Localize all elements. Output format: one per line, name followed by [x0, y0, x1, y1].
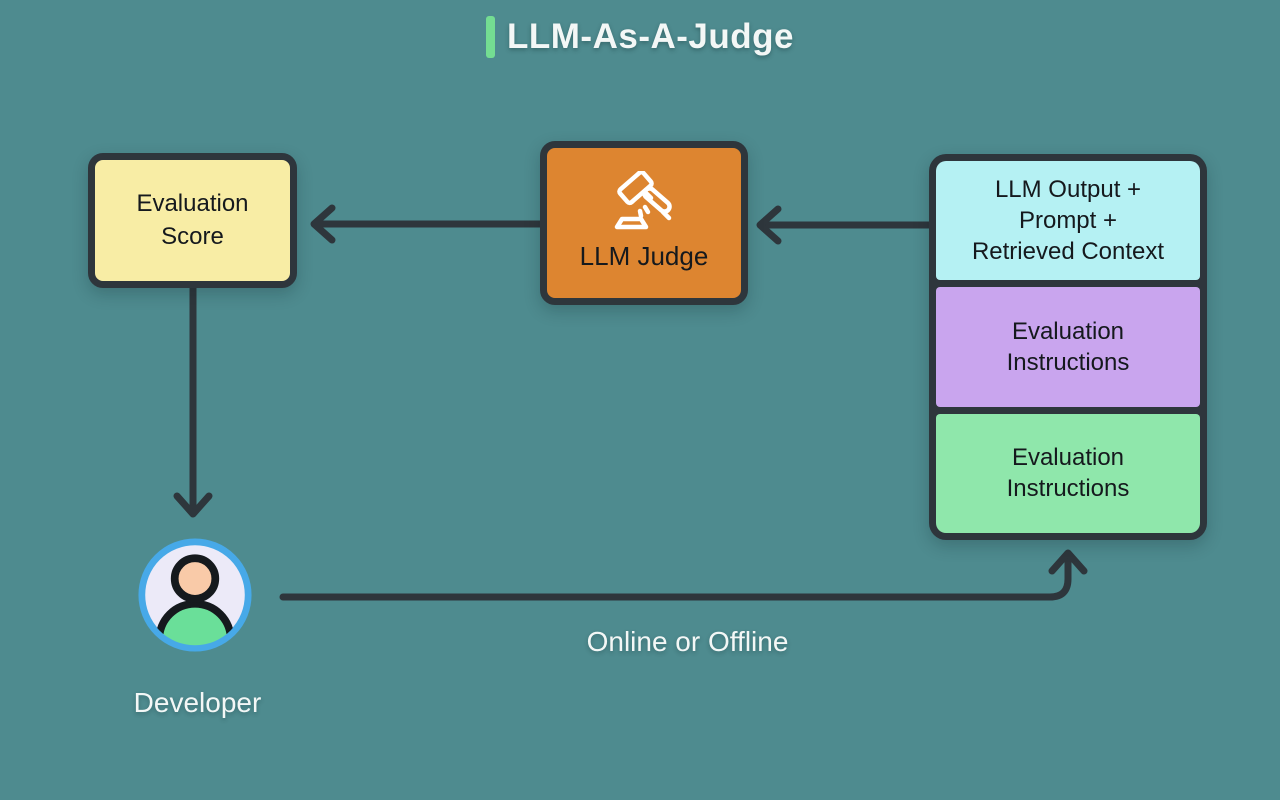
- arrow-score-to-developer: [173, 284, 213, 518]
- arrow-stack-to-judge: [756, 205, 933, 245]
- evaluation-score-box: Evaluation Score: [88, 153, 297, 288]
- online-or-offline-label: Online or Offline: [586, 626, 789, 657]
- stack-item-llm-output: LLM Output + Prompt + Retrieved Context: [936, 161, 1200, 281]
- llm-judge-box: LLM Judge: [540, 141, 748, 305]
- title-row: LLM-As-A-Judge: [0, 16, 1280, 58]
- title-accent-bar: [486, 16, 496, 58]
- label-line: Retrieved Context: [971, 238, 1165, 266]
- arrow-developer-to-stack: [279, 549, 1088, 601]
- evaluation-score-label: Evaluation Score: [136, 188, 248, 253]
- label-line: Evaluation: [1011, 317, 1125, 345]
- developer-label: Developer: [133, 687, 262, 718]
- llm-judge-label: LLM Judge: [579, 241, 709, 272]
- label-line: Evaluation: [136, 190, 249, 218]
- person-avatar: [138, 538, 252, 652]
- gavel-icon: [614, 171, 672, 230]
- label-line: Prompt +: [1018, 207, 1118, 235]
- avatar-head: [170, 554, 220, 603]
- label-line: Evaluation: [1011, 444, 1125, 472]
- stack-item-evaluation-instructions-2: Evaluation Instructions: [936, 413, 1200, 533]
- label-line: LLM Output +: [994, 175, 1142, 203]
- stack-item-evaluation-instructions-1: Evaluation Instructions: [936, 287, 1200, 407]
- label-line: Instructions: [1006, 475, 1130, 503]
- arrow-judge-to-score: [310, 204, 544, 244]
- label-line: Instructions: [1006, 348, 1130, 376]
- page-title: LLM-As-A-Judge: [507, 17, 794, 56]
- evaluation-instructions-label-1: Evaluation Instructions: [1007, 316, 1130, 378]
- input-stack: LLM Output + Prompt + Retrieved Context …: [929, 154, 1207, 540]
- llm-output-label: LLM Output + Prompt + Retrieved Context: [972, 174, 1164, 268]
- evaluation-instructions-label-2: Evaluation Instructions: [1007, 442, 1130, 504]
- label-line: Score: [161, 222, 224, 250]
